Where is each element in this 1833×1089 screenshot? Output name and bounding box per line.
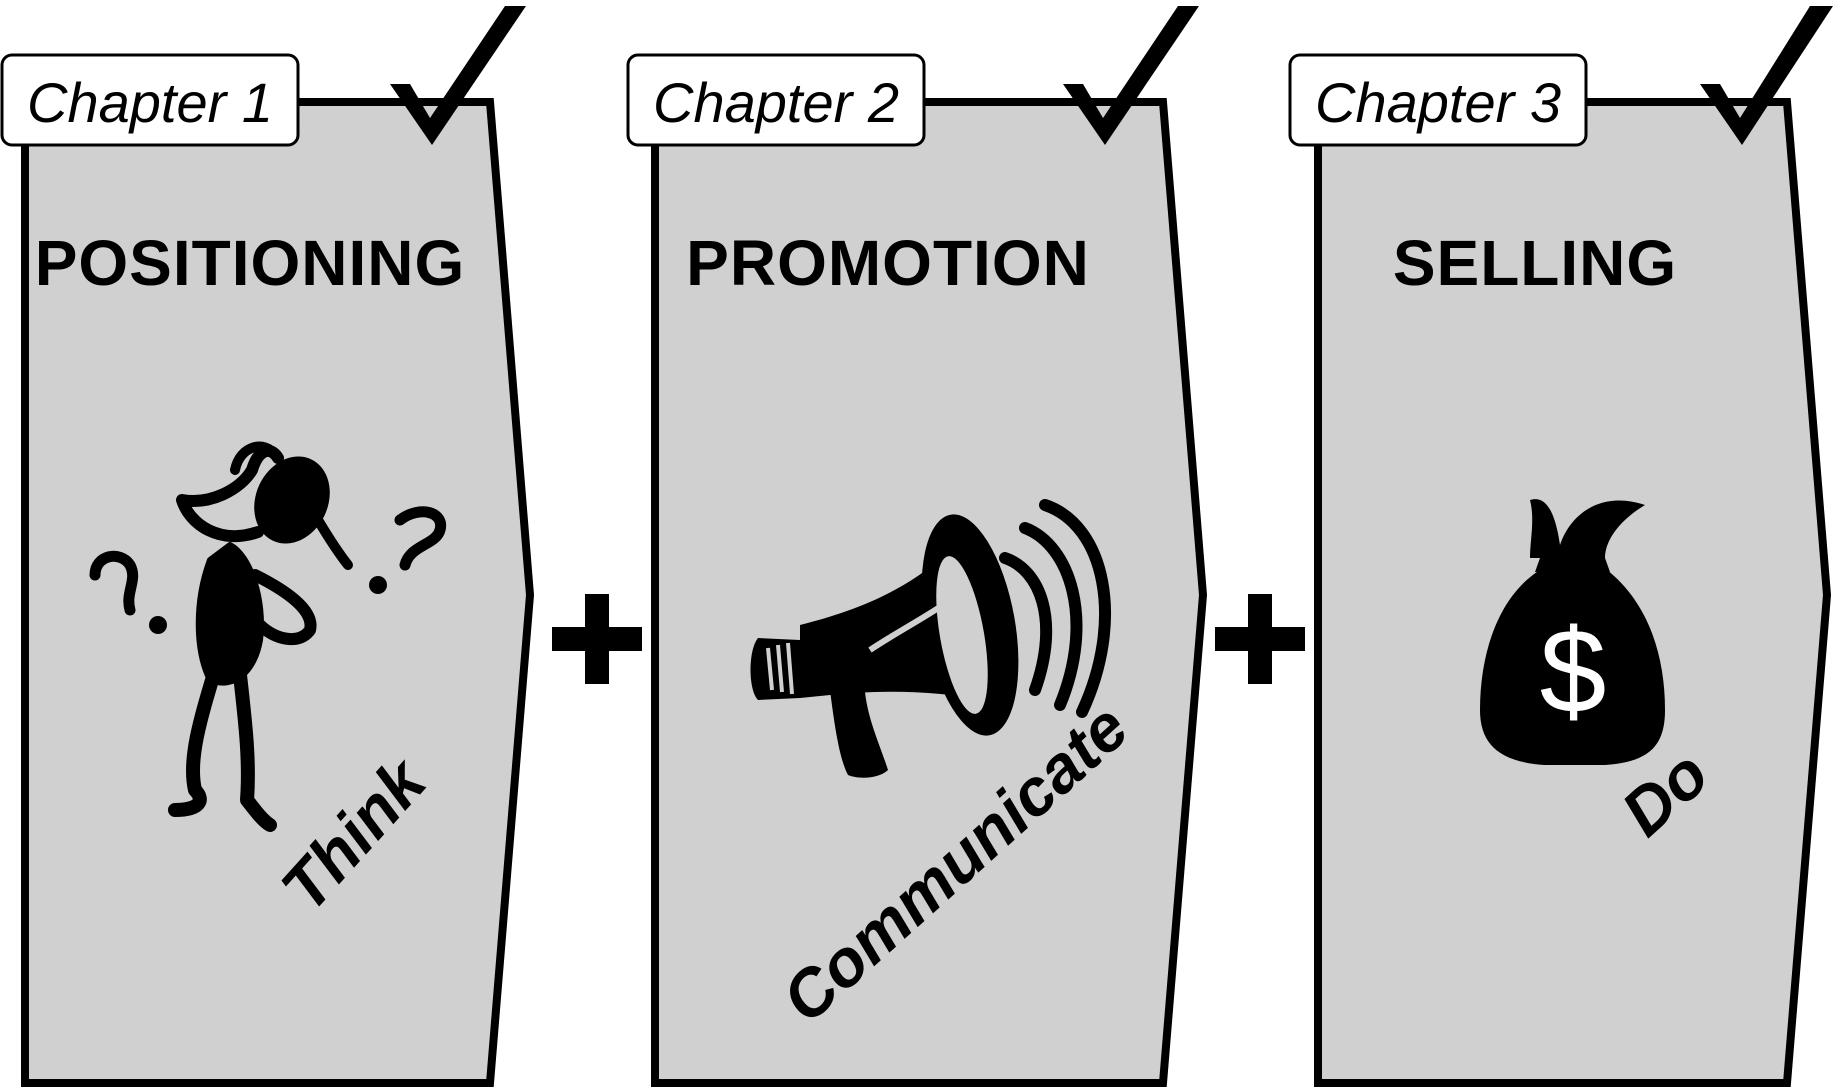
chapter-1-tab (0, 53, 300, 147)
chapter-1-panel: Chapter 1 POSITIONING Think (0, 6, 535, 1087)
plus-operator-1 (552, 594, 642, 684)
chapter-3-title: SELLING (1393, 227, 1677, 299)
chapter-1-tab-label: Chapter 1 (27, 71, 273, 134)
chapter-3-panel: Chapter 3 SELLING $ Do (1288, 6, 1833, 1087)
checkmark-icon (1700, 6, 1833, 145)
plus-operator-2 (1215, 594, 1305, 684)
dollar-sign-icon: $ (1540, 604, 1607, 738)
chapter-2-tab-label: Chapter 2 (653, 71, 899, 134)
money-bag-icon: $ (1480, 499, 1665, 765)
chapter-2-title: PROMOTION (686, 227, 1090, 299)
chapter-3-tab-label: Chapter 3 (1315, 71, 1561, 134)
checkmark-icon (390, 6, 526, 145)
thinking-person-icon (89, 441, 447, 832)
chapter-2-tab (626, 53, 926, 147)
chapter-2-panel: Chapter 2 PROMOTION Communicate (626, 6, 1208, 1087)
megaphone-icon (750, 499, 1111, 778)
chapter-3-tab (1288, 53, 1588, 147)
checkmark-icon (1063, 6, 1199, 145)
chapter-1-title: POSITIONING (35, 227, 466, 299)
